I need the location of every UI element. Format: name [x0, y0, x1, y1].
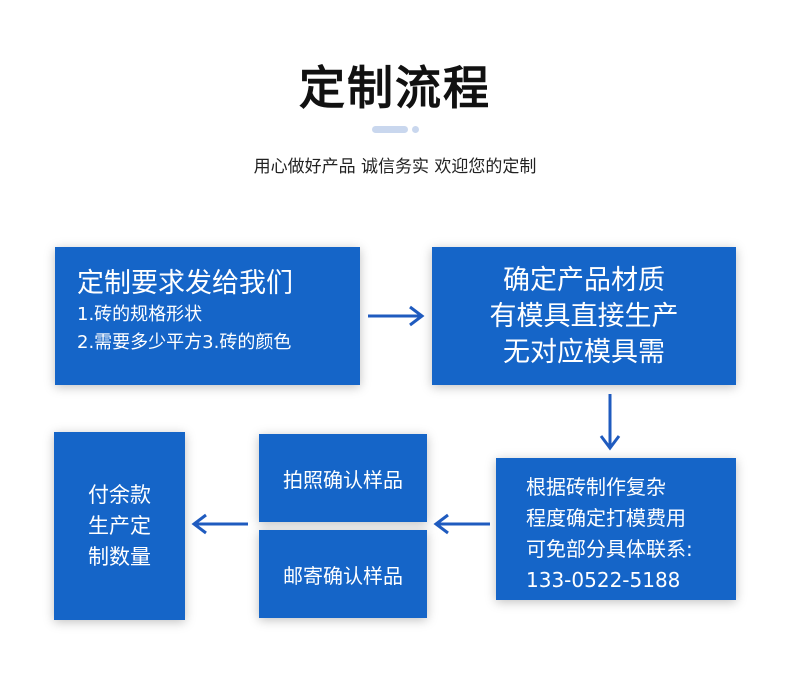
- step-detail: 1.砖的规格形状: [77, 304, 203, 325]
- step-mold-fee: 根据砖制作复杂 程度确定打模费用 可免部分具体联系: 133-0522-5188: [496, 458, 736, 600]
- decor-dot: [412, 126, 419, 133]
- step-photo-sample: 拍照确认样品: [259, 434, 427, 522]
- step-line: 生产定: [88, 514, 151, 538]
- step-mail-sample: 邮寄确认样品: [259, 530, 427, 618]
- step-send-requirements: 定制要求发给我们 1.砖的规格形状 2.需要多少平方3.砖的颜色: [55, 247, 360, 385]
- step-line: 制数量: [88, 545, 151, 569]
- step-line: 根据砖制作复杂: [526, 475, 666, 499]
- step-line: 程度确定打模费用: [526, 506, 686, 530]
- contact-phone: 133-0522-5188: [526, 568, 681, 592]
- arrow-right-head: [409, 305, 425, 327]
- step-line: 无对应模具需: [503, 337, 665, 368]
- page-subtitle: 用心做好产品 诚信务实 欢迎您的定制: [253, 157, 537, 177]
- step-confirm-material: 确定产品材质 有模具直接生产 无对应模具需: [432, 247, 736, 385]
- step-pay-produce: 付余款 生产定 制数量: [54, 432, 185, 620]
- step-line: 确定产品材质: [503, 265, 665, 296]
- step-detail: 2.需要多少平方3.砖的颜色: [77, 332, 292, 353]
- step-line: 有模具直接生产: [489, 301, 679, 332]
- step-line: 付余款: [88, 483, 151, 507]
- step-line: 可免部分具体联系:: [526, 537, 693, 561]
- arrow-left-2-head: [191, 513, 207, 535]
- page-title: 定制流程: [299, 61, 491, 115]
- arrow-left-1-head: [433, 513, 449, 535]
- step-heading: 定制要求发给我们: [77, 268, 293, 299]
- arrow-down-head: [599, 435, 621, 451]
- decor-bar: [372, 126, 408, 133]
